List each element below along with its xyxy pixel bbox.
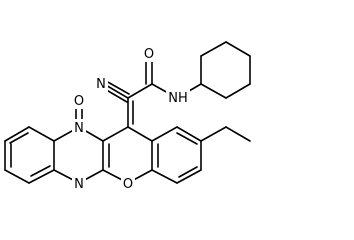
label-bg [166, 89, 190, 106]
bond [176, 126, 202, 142]
bond [127, 83, 153, 99]
bond [200, 126, 227, 142]
bond [28, 169, 55, 184]
bond [178, 166, 198, 178]
bridge-nitrogen-label: N [74, 121, 84, 136]
bond [4, 126, 30, 142]
bond [225, 126, 251, 142]
bond [200, 83, 227, 99]
ether-oxygen-label: O [123, 177, 133, 192]
label-bg [72, 175, 86, 192]
bond [225, 83, 251, 99]
bond [28, 126, 55, 142]
cyano-nitrogen-label: N [96, 77, 106, 92]
bond-layer [4, 41, 251, 184]
bond [151, 169, 178, 184]
label-bg [72, 92, 86, 109]
amide-nh-label: NH [168, 91, 188, 106]
label-bg [72, 119, 86, 136]
bond [105, 80, 130, 95]
pyrimidinone-oxygen-label: O [74, 94, 84, 109]
bond [4, 169, 30, 184]
bond [200, 41, 227, 57]
label-bg [94, 75, 108, 92]
pyrimidine-nitrogen-label: N [74, 177, 84, 192]
bond [127, 126, 153, 142]
molecule-diagram: N O NH O N N O [4, 41, 251, 192]
bond [30, 165, 51, 177]
label-bg [142, 45, 156, 62]
label-bg [121, 175, 135, 192]
bond [151, 126, 178, 142]
bond [102, 126, 129, 142]
bond [9, 132, 29, 144]
bond [225, 41, 251, 57]
bond [176, 169, 202, 184]
bond [176, 132, 198, 145]
atom-label-layer: N O NH O N N O [72, 45, 190, 192]
amide-oxygen-label: O [144, 47, 154, 62]
